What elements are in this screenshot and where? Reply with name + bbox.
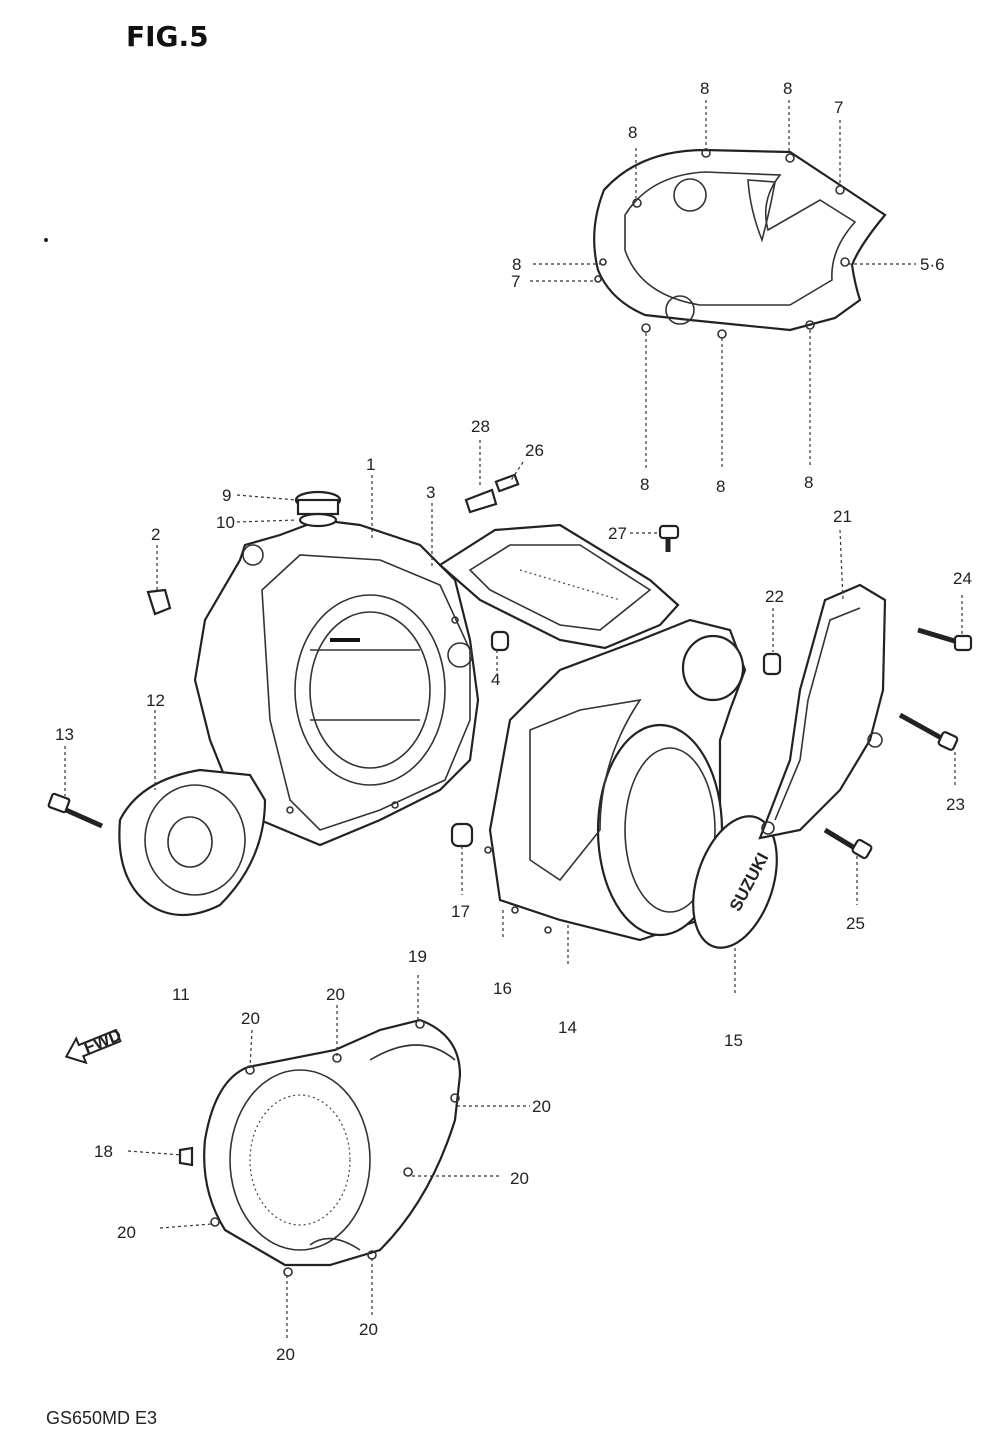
callout-5-6: 5·6	[920, 255, 945, 274]
callout-7: 7	[511, 272, 520, 291]
callout-16: 16	[493, 979, 512, 998]
callout-15: 15	[724, 1031, 743, 1050]
suzuki-emblem: SUZUKI	[692, 815, 778, 949]
callout-28: 28	[471, 417, 490, 436]
callout-20: 20	[276, 1345, 295, 1364]
callout-21: 21	[833, 507, 852, 526]
callout-17: 17	[451, 902, 470, 921]
figure-title: FIG.5	[126, 20, 209, 53]
callout-19: 19	[408, 947, 427, 966]
callout-10: 10	[216, 513, 235, 532]
generator-cover	[484, 618, 747, 942]
print-speck	[44, 238, 48, 242]
callout-14: 14	[558, 1018, 577, 1037]
callout-26: 26	[525, 441, 544, 460]
callout-24: 24	[953, 569, 972, 588]
left-side-cover	[118, 768, 267, 916]
callout-27: 27	[608, 524, 627, 543]
part-26-28-clip	[464, 473, 520, 514]
callout-20: 20	[510, 1169, 529, 1188]
part-17-dowel	[450, 822, 474, 848]
callout-25: 25	[846, 914, 865, 933]
callout-20: 20	[326, 985, 345, 1004]
callout-8: 8	[700, 79, 709, 98]
part-13-bolt	[47, 792, 104, 829]
oil-filler-cap	[294, 490, 342, 528]
callout-22: 22	[765, 587, 784, 606]
part-4-dowel	[490, 630, 510, 652]
callout-7: 7	[834, 98, 843, 117]
callout-20: 20	[532, 1097, 551, 1116]
callout-2: 2	[151, 525, 160, 544]
lower-cover	[178, 1018, 462, 1277]
part-27-bolt	[658, 524, 680, 552]
callout-4: 4	[491, 670, 500, 689]
forward-arrow: FWD	[64, 1025, 124, 1065]
callout-8: 8	[640, 475, 649, 494]
callout-20: 20	[359, 1320, 378, 1339]
callout-20: 20	[117, 1223, 136, 1242]
callout-8: 8	[512, 255, 521, 274]
callout-1: 1	[366, 455, 375, 474]
callout-8: 8	[716, 477, 725, 496]
callout-8: 8	[783, 79, 792, 98]
callout-8: 8	[804, 473, 813, 492]
part-22-grommet	[762, 652, 782, 676]
upper-right-cover	[593, 148, 887, 339]
callout-20: 20	[241, 1009, 260, 1028]
part-25-bolt	[823, 827, 873, 860]
callout-8: 8	[628, 123, 637, 142]
part-24-bolt	[917, 627, 973, 652]
callout-9: 9	[222, 486, 231, 505]
model-code: GS650MD E3	[46, 1408, 158, 1428]
breather-cover	[438, 523, 680, 650]
callout-18: 18	[94, 1142, 113, 1161]
callout-12: 12	[146, 691, 165, 710]
callout-13: 13	[55, 725, 74, 744]
callout-11: 11	[172, 985, 190, 1004]
fwd-label: FWD	[81, 1025, 124, 1057]
part-2-plug	[146, 588, 172, 616]
callout-3: 3	[426, 483, 435, 502]
callout-labels: 8 8 8 7 7 8 5·6 8 8 8 1 3 9 10 2 12 13 4…	[55, 79, 972, 1364]
right-side-cover	[758, 583, 887, 840]
part-23-bolt	[898, 712, 959, 751]
callout-23: 23	[946, 795, 965, 814]
leader-lines	[64, 100, 963, 1340]
